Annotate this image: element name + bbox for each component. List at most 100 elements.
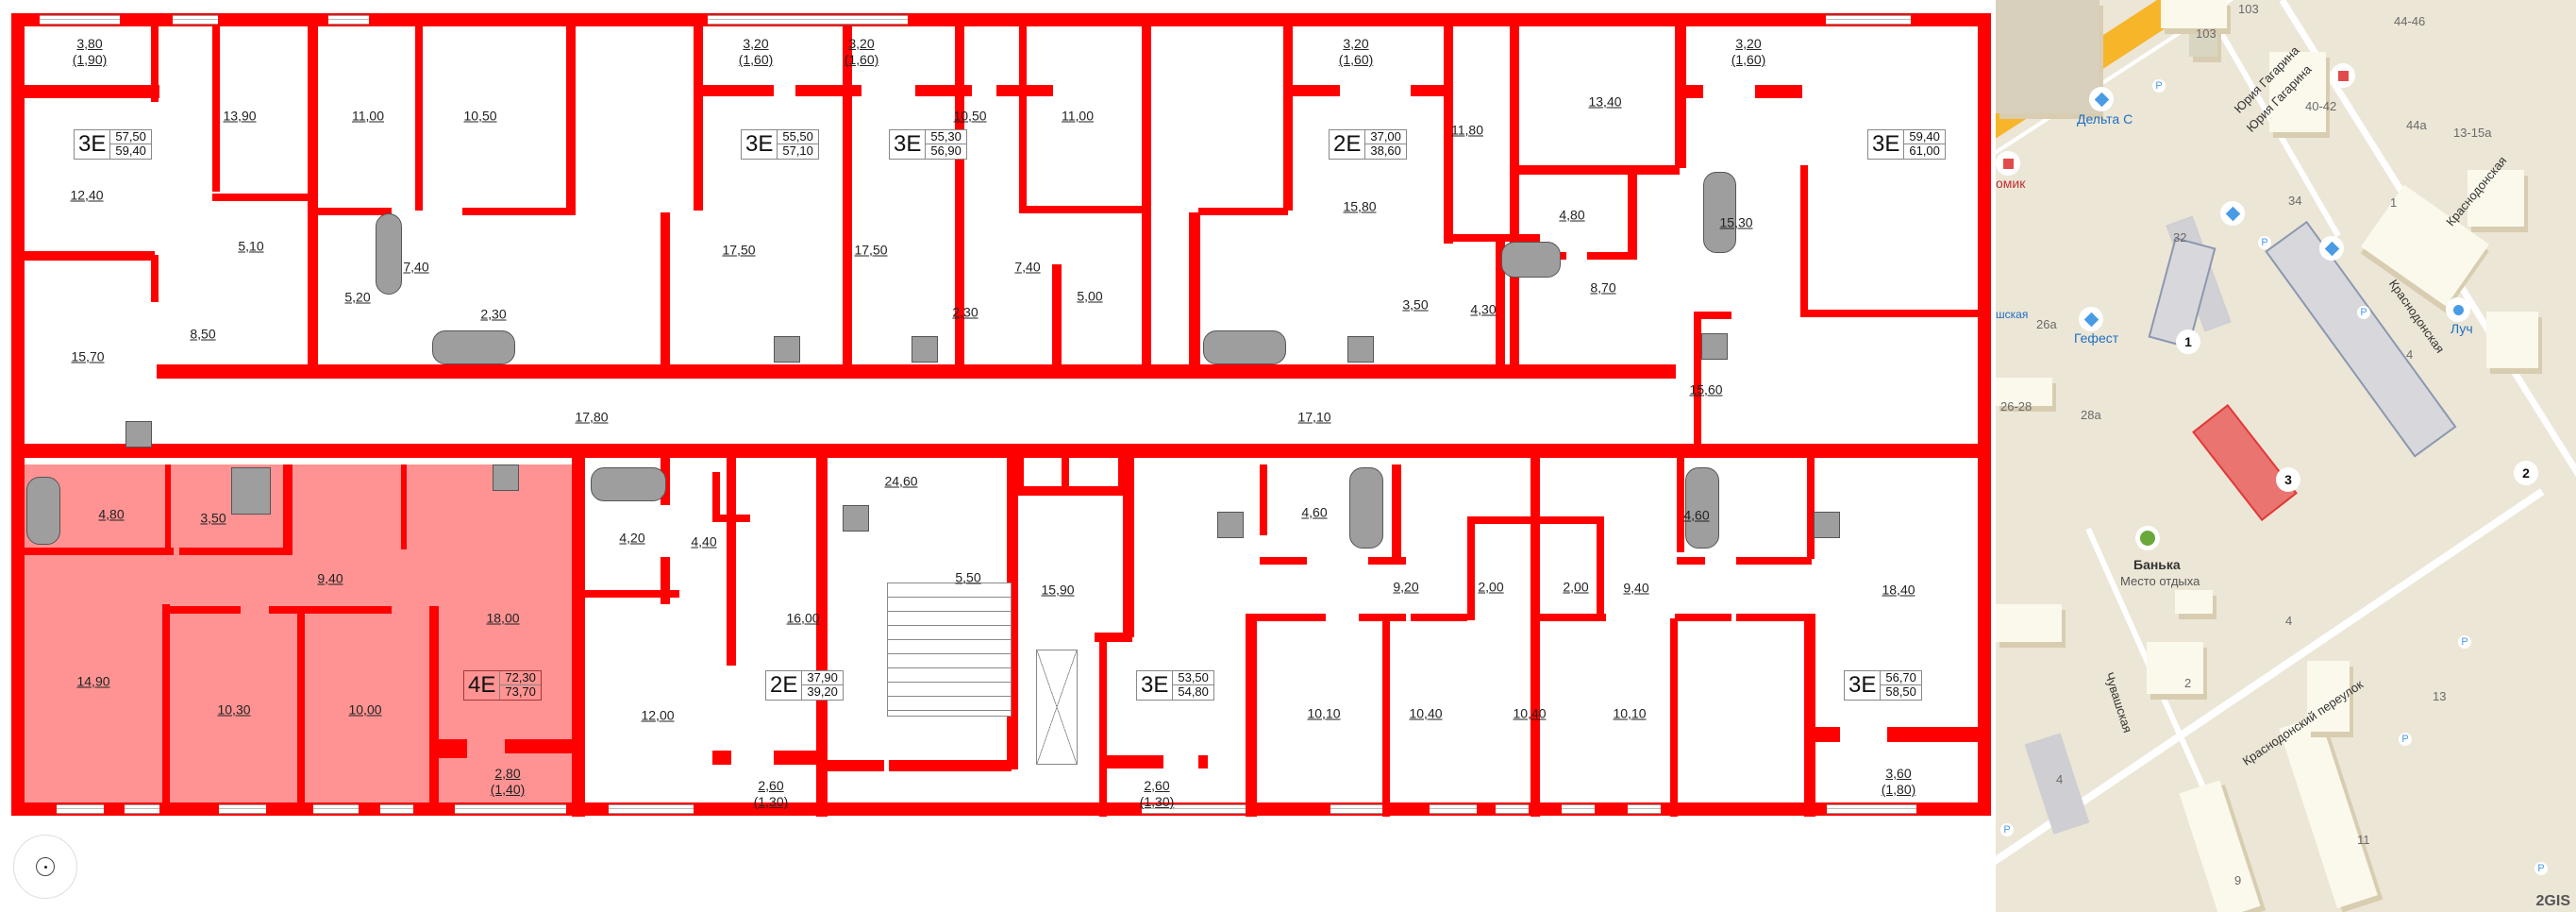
room-area: 3,80(1,90) [72,36,108,67]
wall [1444,26,1453,244]
wall [1755,85,1802,98]
wall [1887,727,1982,742]
stove-icon [774,336,800,363]
building [1996,604,2062,642]
total-area: 39,20 [807,684,838,699]
wall [1250,614,1326,621]
apartment-type: 3E [894,131,922,157]
room-area: 5,10 [238,238,264,254]
wall [1359,614,1406,621]
room-area: 10,50 [953,108,987,124]
room-area: 17,80 [575,409,609,425]
compass-rotate-control[interactable] [13,835,77,899]
medical-icon[interactable] [1996,151,2020,176]
wall [1675,85,1703,98]
wall [1368,557,1406,565]
highlighted-apartment-4e[interactable] [13,464,576,814]
apartment-type: 2E [1333,131,1362,157]
wall [1260,557,1307,565]
room-area: 4,30 [1470,301,1497,317]
location-map[interactable]: 1 2 3 Дельта С Гефест Луч Банька Место о… [1996,0,2576,912]
bathtub-icon [1703,172,1736,253]
wall [698,85,774,96]
room-area: 17,50 [722,242,756,258]
wall [955,26,964,366]
stove-icon [1347,336,1374,363]
wall [1677,557,1705,565]
wall [1107,755,1163,768]
wall [1467,516,1475,620]
total-area: 58,50 [1885,684,1916,699]
wall [212,194,316,201]
parking-icon: P [2152,79,2166,93]
wall [828,760,884,771]
shop-diamond-icon[interactable] [2319,236,2344,261]
poi-label[interactable]: Дельта С [2077,111,2133,127]
poi-label[interactable]: шская [1996,308,2029,321]
house-number: 13 [2433,689,2447,703]
building-marker-3[interactable]: 3 [2276,467,2300,492]
room-area: 9,40 [317,570,343,586]
building-marker-2[interactable]: 2 [2514,461,2538,485]
wall [1014,448,1128,496]
house-number: 1 [2390,195,2398,210]
wall [462,208,576,215]
wall [283,464,293,555]
window [1562,804,1595,814]
shop-diamond-icon[interactable] [2220,201,2245,226]
window [1330,804,1382,814]
apartment-type: 2E [770,672,798,698]
window [1827,804,1916,814]
wall [415,26,423,211]
wall [1062,448,1069,496]
room-area: 4,60 [1683,507,1710,523]
poi-label[interactable]: Гефест [2074,330,2119,346]
wall [1019,26,1027,206]
wall [165,606,241,614]
total-area: 56,90 [930,144,962,158]
globe-icon[interactable] [2446,297,2470,322]
building [2179,780,2261,912]
wall [1597,516,1604,620]
wall [13,548,174,555]
room-area: 13,40 [1588,93,1622,110]
map-attribution-2gis[interactable]: 2GIS [2535,893,2570,909]
house-number: 26а [2036,317,2057,331]
building-marker-1[interactable]: 1 [2176,329,2200,354]
window [328,15,369,25]
wall [1392,464,1401,564]
building-3-selected[interactable] [2192,403,2298,522]
wall [1533,516,1604,524]
poi-label[interactable]: Банька [2133,557,2181,572]
room-area: 3,50 [1402,296,1429,312]
wall [151,26,159,102]
apartment-type: 3E [1872,131,1900,157]
room-area: 2,80(1,40) [490,766,526,797]
sauna-icon[interactable] [2135,526,2160,550]
wall [1246,614,1257,817]
room-area: 13,90 [223,108,257,124]
room-area: 17,50 [854,242,888,258]
wall [661,212,670,368]
shop-diamond-icon[interactable] [2089,87,2114,111]
window [1826,15,1911,25]
room-area: 14,90 [76,673,110,689]
window [380,804,413,814]
poi-label[interactable]: омик [1996,176,2026,191]
poi-label[interactable]: Луч [2451,321,2473,336]
room-area: 4,40 [691,533,717,549]
medical-icon[interactable] [2331,63,2355,88]
room-area: 10,30 [217,701,251,718]
window [1628,804,1661,814]
shop-diamond-icon[interactable] [2079,307,2103,331]
wall [1812,727,1840,742]
